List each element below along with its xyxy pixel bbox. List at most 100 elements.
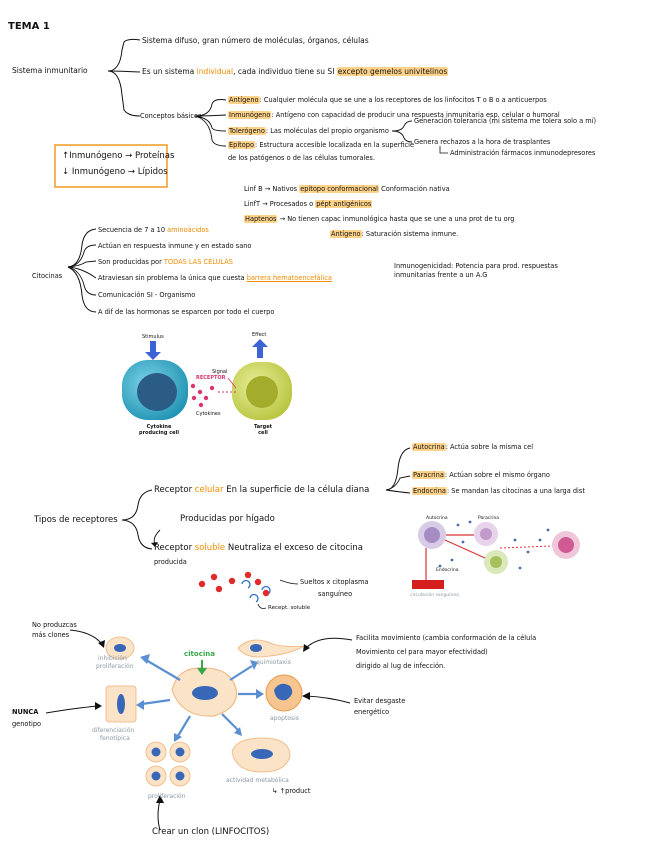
- sueltos-1: Sueltos x citoplasma: [300, 578, 369, 586]
- fig3-inhibicion: inhibición: [98, 655, 127, 662]
- tolerancia-1: Generación tolerancia (mi sistema me tol…: [414, 117, 597, 125]
- autocrina-def: : Actúa sobre la misma cel: [445, 443, 534, 451]
- receptor-label: RECEPTOR: [196, 375, 226, 381]
- b2-pre: Es un sistema: [142, 67, 197, 76]
- producida: producida: [154, 558, 187, 566]
- linfb-hl: epítopo conformacional: [299, 185, 380, 193]
- concept-epitopo: Epítopo: Estructura accesible localizada…: [228, 141, 414, 150]
- endocrina: Endocrina: Se mandan las citocinas a una…: [412, 487, 585, 496]
- evitar-2: energético: [354, 708, 390, 716]
- inmunogeno-term: Inmunógeno: [228, 111, 272, 119]
- fig3-proliferacion-a: proliferación: [96, 663, 134, 670]
- paracrina: Paracrina: Actúan sobre el mismo órgano: [412, 471, 550, 480]
- linfb-end: Conformación nativa: [379, 185, 450, 193]
- sueltos-2: sanguíneo: [318, 590, 353, 598]
- epitopo-def1: : Estructura accesible localizada en la …: [255, 141, 415, 149]
- citocina-item-4: Atraviesan sin problema la única que cue…: [98, 274, 332, 283]
- linf-b: Linf B → Nativos epítopo conformacional …: [244, 185, 450, 194]
- fig3-fenotipica: fenotípica: [100, 735, 130, 742]
- facilita-3: dirigido al lug de infección.: [356, 662, 446, 670]
- concept-antigeno: Antígeno: Cualquier molécula que se une …: [228, 96, 547, 105]
- evitar-1: Evitar desgaste: [354, 697, 406, 705]
- fig2-endocrina: Endocrina: [436, 568, 459, 573]
- fig3-apoptosis: apoptosis: [270, 715, 299, 722]
- linft-hl: pépt antigénicos: [315, 200, 373, 208]
- nunca-2: genotipo: [12, 720, 42, 728]
- conceptos-basicos: Conceptos básicos: [140, 112, 202, 120]
- product: ↳ ↑product: [272, 787, 311, 795]
- sistema-root: Sistema inmunitario: [12, 66, 88, 75]
- signaling-figure: [412, 520, 580, 589]
- soluble-hl: soluble: [194, 543, 226, 553]
- citocina-item-6: A dif de las hormonas se esparcen por to…: [98, 308, 275, 316]
- fig2-paracrina: Paracrina: [478, 516, 500, 521]
- antigeno-term: Antígeno: [228, 96, 260, 104]
- celular-end: En la superficie de la célula diana: [223, 485, 370, 495]
- cytokine-figure: [122, 339, 292, 420]
- paracrina-def: : Actúan sobre el mismo órgano: [444, 471, 550, 479]
- autocrina: Autocrina: Actúa sobre la misma cel: [412, 443, 533, 452]
- crear-clon: Crear un clon (LINFOCITOS): [152, 827, 270, 837]
- b2-mid: , cada individuo tiene su SI: [233, 67, 337, 76]
- fig3-proliferacion: proliferación: [148, 793, 186, 800]
- antigeno2-term: Antígeno: [330, 230, 362, 238]
- producing-cell-label: Cytokine producing cell: [139, 424, 179, 436]
- linft-pre: LinfT → Procesados o: [244, 200, 316, 208]
- no-produzcas-2: más clones: [32, 631, 70, 639]
- i3-hl: TODAS LAS CÉLULAS: [163, 258, 233, 266]
- cytokines-label: Cytokines: [196, 411, 221, 417]
- producidas-higado: Producidas por hígado: [180, 514, 275, 524]
- fig3-diferenciacion: diferenciación: [92, 727, 135, 734]
- paracrina-term: Paracrina: [412, 471, 445, 479]
- linf-t: LinfT → Procesados o pépt antigénicos: [244, 200, 373, 209]
- tolerancia-2: Genera rechazos a la hora de trasplantes: [414, 138, 551, 146]
- box-line-2: ↓ Inmunógeno → Lípidos: [62, 167, 168, 177]
- receptor-soluble: Receptor soluble Neutraliza el exceso de…: [154, 544, 363, 553]
- b2-end: excepto gemelos univitelinos: [336, 67, 449, 76]
- fig3-citocina: citocina: [184, 650, 215, 658]
- i4-hl: barrera hematoencefálica: [246, 274, 332, 282]
- tolerogeno-term: Tolerógeno: [228, 127, 266, 135]
- epitopo-def2: de los patógenos o de las células tumora…: [228, 154, 375, 162]
- antigeno-saturacion: Antígeno: Saturación sistema inmune.: [330, 230, 458, 239]
- celular-pre: Receptor: [154, 485, 195, 495]
- tolerogeno-def: : Las moléculas del propio organismo: [265, 127, 389, 135]
- celular-hl: celular: [194, 485, 224, 495]
- receptores-root: Tipos de receptores: [34, 515, 118, 525]
- citocina-item-2: Actúan en respuesta inmune y en estado s…: [98, 242, 252, 250]
- endocrina-term: Endocrina: [412, 487, 447, 495]
- i1-pre: Secuencia de 7 a 10: [98, 226, 168, 234]
- target-cell-label: Target cell: [254, 424, 272, 436]
- citocina-item-3: Son producidas por TODAS LAS CÉLULAS: [98, 258, 233, 267]
- stimulus-label: Stimulus: [142, 334, 164, 340]
- haptenos-term: Haptenos: [244, 215, 278, 223]
- facilita-2: Movimiento cel para mayor efectividad): [356, 648, 488, 656]
- soluble-receptor-figure: [198, 571, 299, 609]
- cytokine-effects-figure: [45, 629, 353, 831]
- sistema-branch-2: Es un sistema individual, cada individuo…: [142, 67, 449, 76]
- i4-pre: Atraviesan sin problema la única que cue…: [98, 274, 247, 282]
- b2-highlight: individual: [196, 67, 234, 76]
- concept-tolerogeno: Tolerógeno: Las moléculas del propio org…: [228, 127, 389, 136]
- page-title: TEMA 1: [8, 21, 50, 32]
- i1-hl: aminoácidos: [167, 226, 209, 234]
- soluble-end: Neutraliza el exceso de citocina: [225, 543, 363, 553]
- antigeno2-def: : Saturación sistema inmune.: [361, 230, 459, 238]
- citocina-item-1: Secuencia de 7 a 10 aminoácidos: [98, 226, 209, 235]
- haptenos-def: → No tienen capac inmunológica hasta que…: [277, 215, 515, 223]
- effect-label: Effect: [252, 332, 267, 338]
- endocrina-def: : Se mandan las citocinas a una larga di…: [446, 487, 585, 495]
- autocrina-term: Autocrina: [412, 443, 446, 451]
- recept-soluble: Recept. soluble: [268, 605, 311, 611]
- epitopo-term: Epítopo: [228, 141, 256, 149]
- fig2-circulacion: circulación sanguínea: [410, 593, 459, 598]
- receptor-celular: Receptor celular En la superficie de la …: [154, 486, 369, 495]
- fig3-actividad: actividad metabólica: [226, 777, 289, 784]
- fig2-autocrina: Autocrina: [426, 516, 448, 521]
- antigeno-def: : Cualquier molécula que se une a los re…: [259, 96, 547, 104]
- i3-pre: Son producidas por: [98, 258, 164, 266]
- concept-inmunogeno: Inmunógeno: Antígeno con capacidad de pr…: [228, 111, 560, 120]
- inmunogenicidad-note: Inmunogenicidad: Potencia para prod. res…: [394, 262, 558, 279]
- signal-label: Signal: [212, 369, 228, 375]
